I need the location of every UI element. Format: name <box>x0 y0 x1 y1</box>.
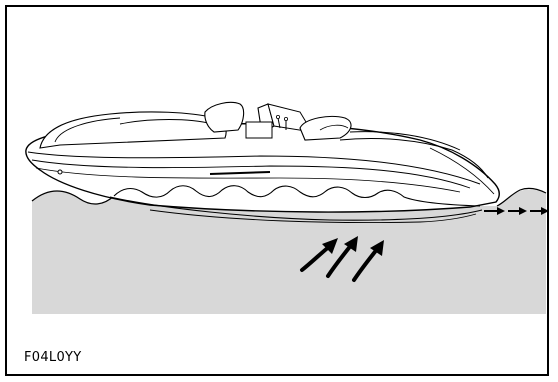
water-area <box>32 191 120 314</box>
figure-code-label: F04L0YY <box>24 350 82 365</box>
